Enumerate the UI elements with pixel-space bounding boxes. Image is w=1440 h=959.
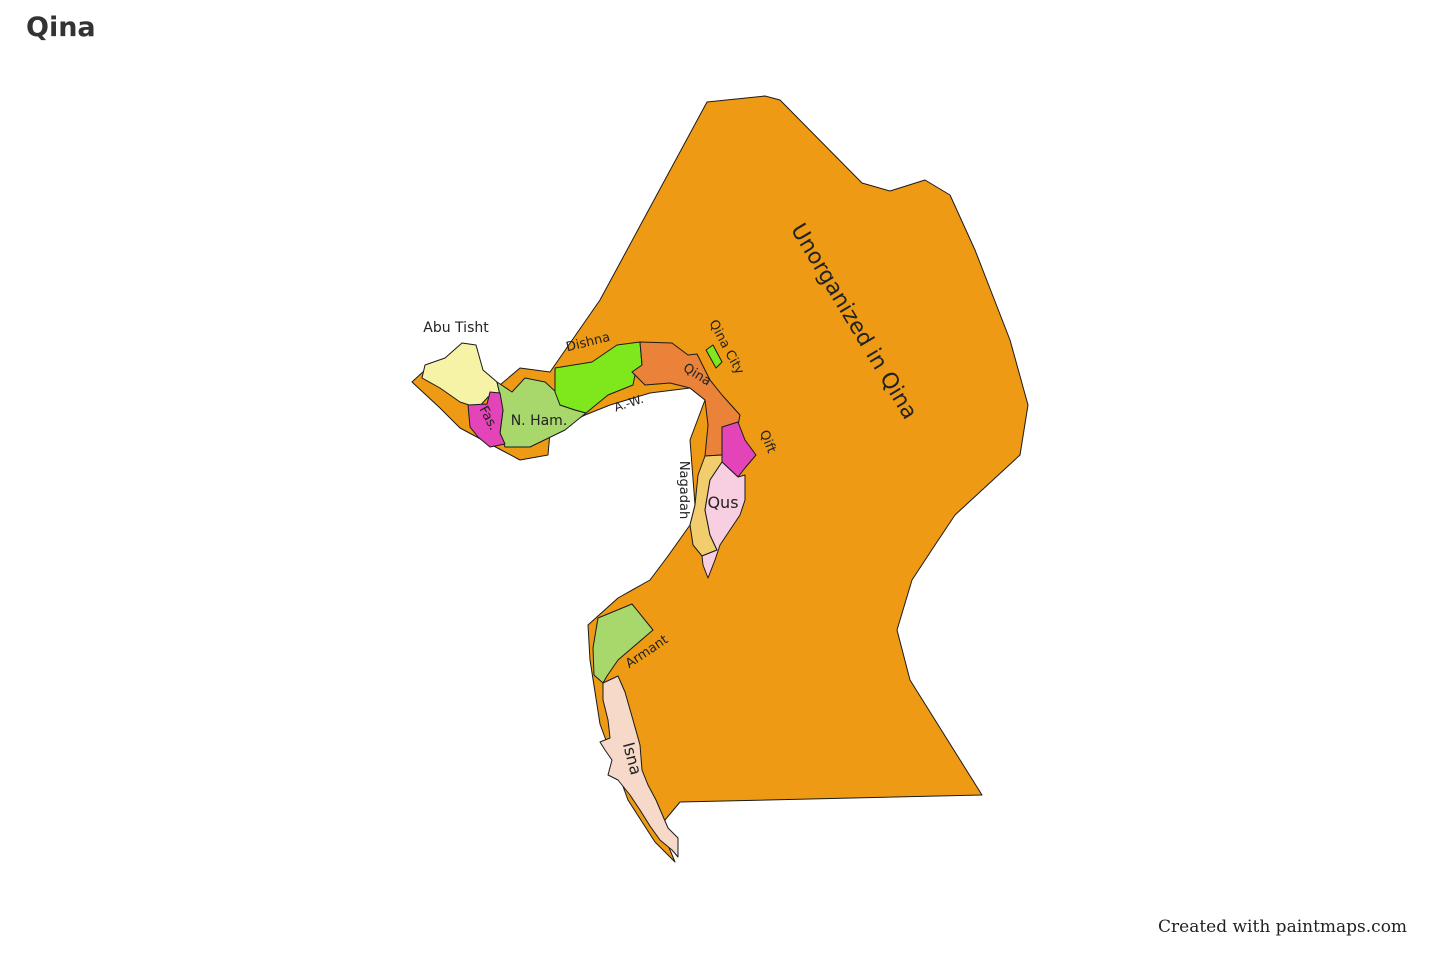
page-title: Qina: [26, 12, 96, 43]
label-qus: Qus: [707, 493, 738, 512]
region-qus[interactable]: [701, 461, 746, 579]
label-nagadah: Nagadah: [676, 461, 691, 519]
credit-text: Created with paintmaps.com: [1158, 917, 1408, 937]
label-n-ham: N. Ham.: [511, 413, 568, 429]
region-isna[interactable]: [599, 675, 679, 858]
region-fas[interactable]: [467, 391, 506, 448]
label-abu-tisht: Abu Tisht: [423, 320, 489, 336]
region-armant[interactable]: [592, 603, 654, 684]
region-dishna[interactable]: [554, 341, 643, 414]
region-qift[interactable]: [721, 421, 757, 478]
region-qina-city[interactable]: [705, 344, 723, 369]
